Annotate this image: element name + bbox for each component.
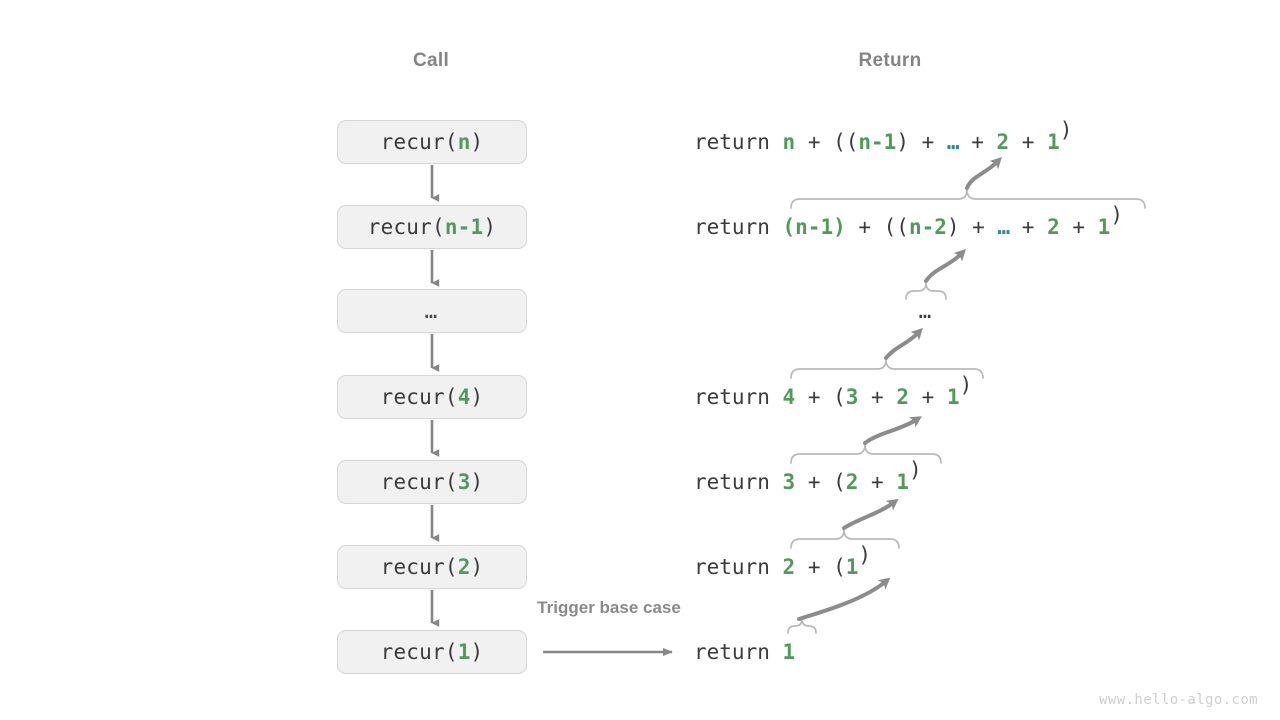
return-keyword: return (694, 555, 783, 579)
call-box-label: recur(2) (380, 555, 484, 579)
return-line-2: return 2 + (1) (694, 543, 872, 579)
brace-over-return-ellipsis (905, 282, 947, 300)
column-heading-call: Call (412, 50, 450, 71)
call-box-label: … (424, 299, 440, 323)
return-line-n: return n + ((n-1) + … + 2 + 1) (694, 118, 1073, 154)
call-box-recur-2[interactable]: recur(2) (337, 545, 527, 589)
call-box-label: recur(3) (380, 470, 484, 494)
return-keyword: return (694, 470, 783, 494)
call-box-label: recur(1) (380, 640, 484, 664)
call-box-label: recur(n) (380, 130, 484, 154)
trigger-base-case-label: Trigger base case (537, 598, 681, 617)
call-box-recur-4[interactable]: recur(4) (337, 375, 527, 419)
call-box-label: recur(n-1) (367, 215, 497, 239)
return-line-4: return 4 + (3 + 2 + 1) (694, 373, 973, 409)
return-keyword: return (694, 215, 783, 239)
call-box-recur-n-1[interactable]: recur(n-1) (337, 205, 527, 249)
return-keyword: return (694, 130, 783, 154)
arrow-return-3-to-4 (863, 416, 922, 445)
call-box-label: recur(4) (380, 385, 484, 409)
call-box-recur-3[interactable]: recur(3) (337, 460, 527, 504)
return-keyword: return (694, 385, 783, 409)
return-line-3: return 3 + (2 + 1) (694, 458, 922, 494)
call-box-recur-n[interactable]: recur(n) (337, 120, 527, 164)
arrow-return-ellipsis-to-n1 (924, 249, 966, 283)
return-line-ellipsis: … (918, 299, 934, 323)
call-box-recur-1[interactable]: recur(1) (337, 630, 527, 674)
arrow-return-4-to-ellipsis (884, 328, 923, 360)
return-line-n-1: return (n-1) + ((n-2) + … + 2 + 1) (694, 203, 1123, 239)
column-heading-return: Return (858, 50, 922, 71)
return-keyword: return (694, 640, 783, 664)
call-box-recur-ellipsis[interactable]: … (337, 289, 527, 333)
arrow-return-2-to-3 (842, 498, 899, 530)
return-line-1: return 1 (694, 640, 796, 664)
arrow-return-n1-to-n (965, 157, 1002, 190)
watermark: www.hello-algo.com (1099, 692, 1258, 708)
